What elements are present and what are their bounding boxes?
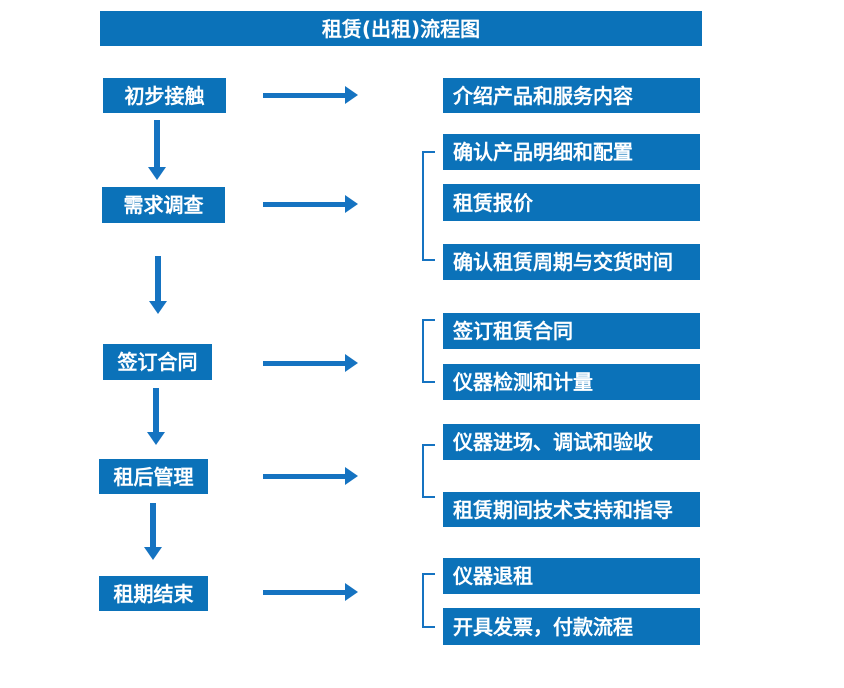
step-box-demand-survey: 需求调查	[102, 187, 225, 223]
arrow-right-row4	[263, 467, 358, 485]
arrow-right-row3	[263, 354, 358, 372]
arrow-shaft	[263, 92, 345, 98]
detail-box-tech-support: 租赁期间技术支持和指导	[443, 492, 700, 527]
arrow-head-icon	[345, 467, 358, 485]
step-box-sign-contract: 签订合同	[103, 344, 212, 380]
arrow-down-1	[148, 120, 166, 180]
step-box-post-rental-management: 租后管理	[99, 459, 208, 494]
arrow-shaft	[263, 589, 345, 595]
arrow-shaft	[263, 201, 345, 207]
arrow-right-row5	[263, 583, 358, 601]
arrow-shaft	[263, 360, 345, 366]
arrow-head-icon	[345, 195, 358, 213]
arrow-head-icon	[144, 547, 162, 560]
detail-box-instrument-return: 仪器退租	[443, 558, 700, 594]
bracket-lease-end-group	[422, 573, 435, 628]
detail-box-instrument-setup-acceptance: 仪器进场、调试和验收	[443, 424, 700, 460]
arrow-down-4	[144, 503, 162, 560]
flowchart-title: 租赁(出租)流程图	[100, 11, 702, 46]
arrow-shaft	[150, 503, 156, 547]
step-box-initial-contact: 初步接触	[103, 78, 226, 113]
arrow-shaft	[153, 388, 159, 432]
bracket-post-rental-group	[422, 444, 435, 498]
detail-box-rental-quote: 租赁报价	[443, 184, 700, 221]
detail-box-confirm-period-delivery: 确认租赁周期与交货时间	[443, 244, 700, 280]
arrow-right-row1	[263, 86, 358, 104]
arrow-head-icon	[345, 354, 358, 372]
step-box-lease-end: 租期结束	[99, 576, 208, 611]
detail-box-introduce-products: 介绍产品和服务内容	[443, 78, 700, 113]
detail-box-instrument-inspection: 仪器检测和计量	[443, 364, 700, 400]
arrow-head-icon	[345, 583, 358, 601]
arrow-head-icon	[149, 301, 167, 314]
arrow-head-icon	[148, 167, 166, 180]
detail-box-sign-rental-contract: 签订租赁合同	[443, 313, 700, 349]
arrow-shaft	[155, 256, 161, 301]
arrow-down-2	[149, 256, 167, 314]
detail-box-invoice-payment: 开具发票，付款流程	[443, 608, 700, 645]
arrow-head-icon	[147, 432, 165, 445]
arrow-down-3	[147, 388, 165, 445]
arrow-shaft	[263, 473, 345, 479]
bracket-sign-contract-group	[422, 319, 435, 383]
arrow-head-icon	[345, 86, 358, 104]
arrow-shaft	[154, 120, 160, 167]
arrow-right-row2	[263, 195, 358, 213]
detail-box-confirm-product-config: 确认产品明细和配置	[443, 134, 700, 170]
bracket-demand-survey-group	[422, 151, 435, 261]
